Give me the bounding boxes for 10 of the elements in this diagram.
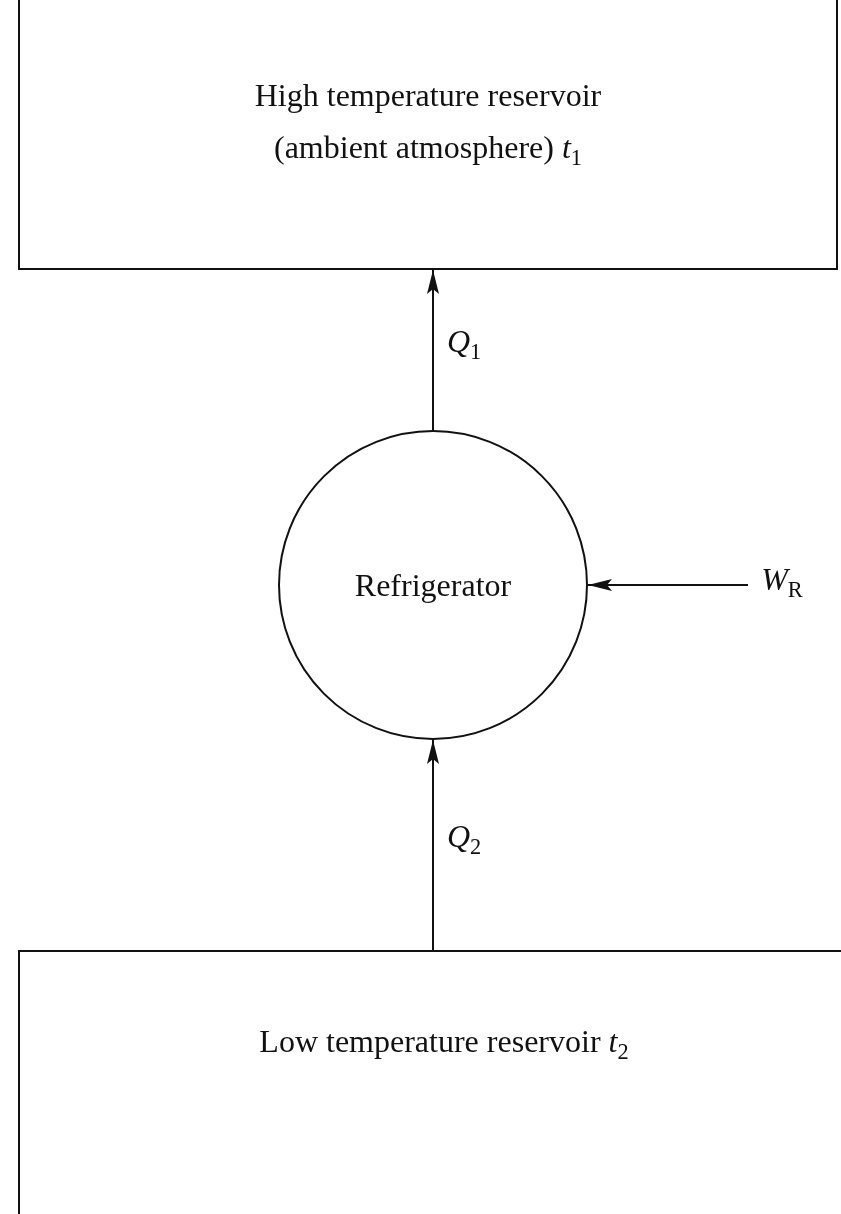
reservoir-label: Low temperature reservoir t$_{2}$	[258, 1022, 630, 1067]
work-input-label: W$_{R}$	[760, 560, 804, 605]
reservoir-box	[18, 950, 841, 1214]
arrow	[427, 269, 439, 431]
arrow	[427, 739, 439, 951]
reservoir-box	[18, 0, 838, 270]
refrigerator-circle	[278, 430, 588, 740]
device-label: Refrigerator	[353, 566, 513, 605]
reservoir-label: High temperature reservoir (ambient atmosphere) t$_{1}$	[253, 76, 603, 173]
arrow	[587, 579, 749, 591]
